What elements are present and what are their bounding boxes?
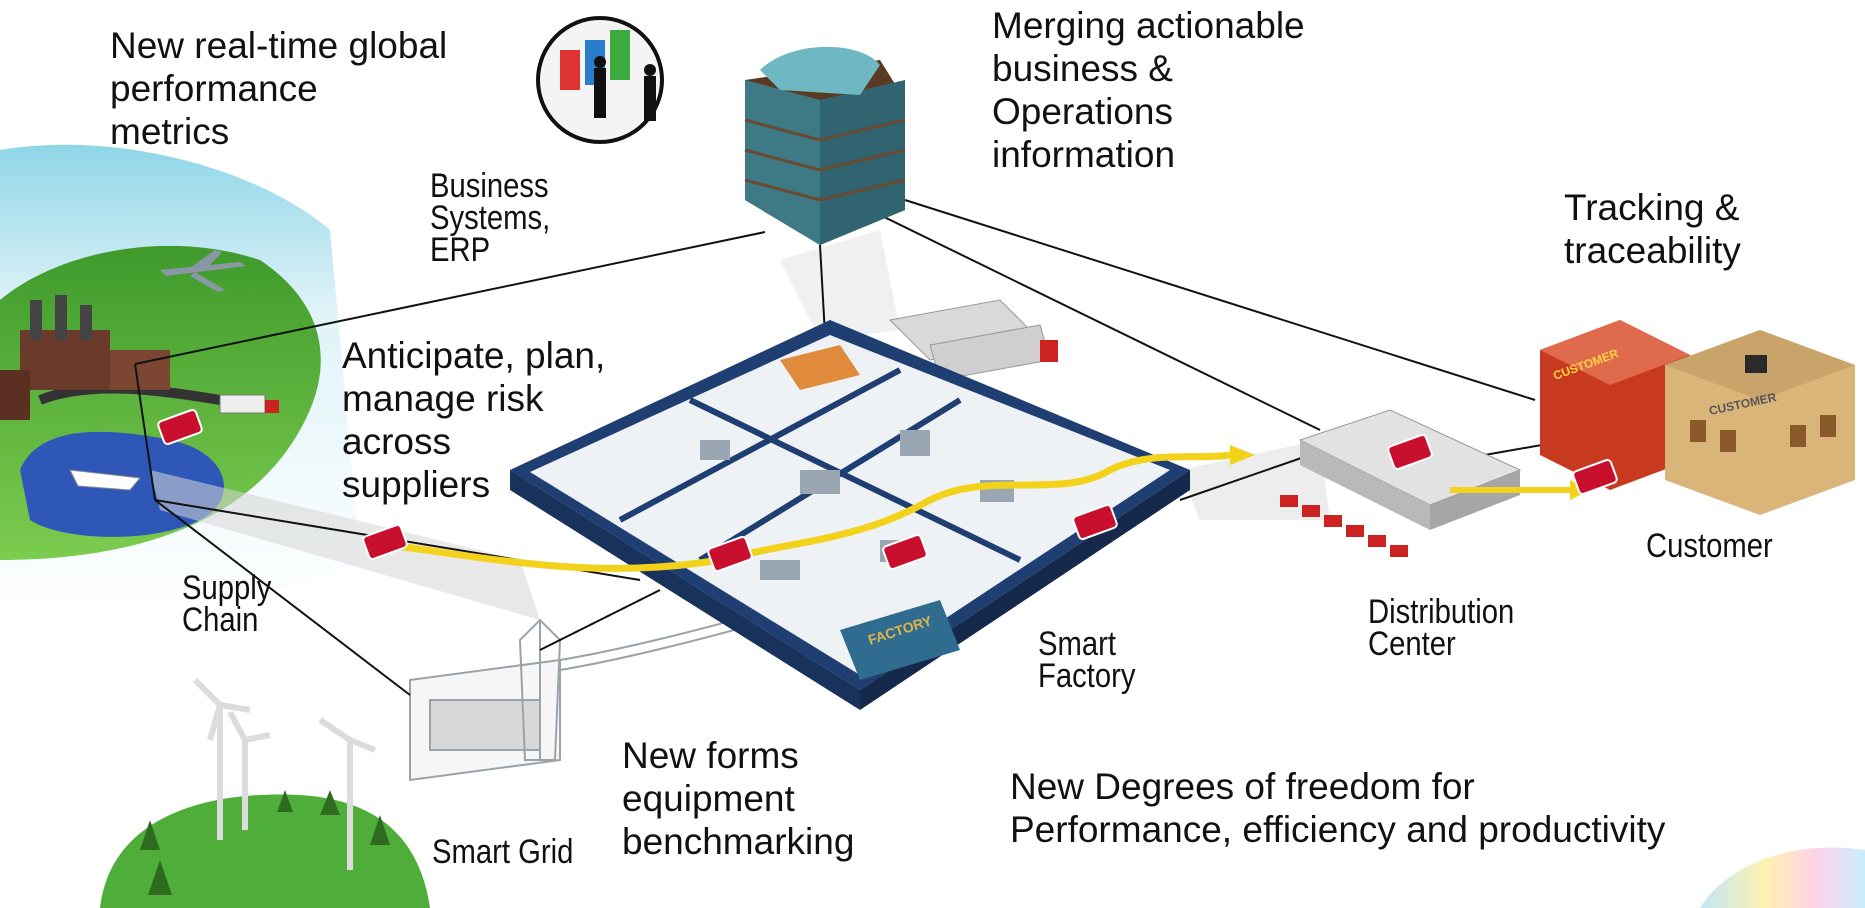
- flow-arrow: [389, 451, 1231, 572]
- crate-stack: [780, 345, 860, 390]
- airplane-icon: [160, 250, 246, 292]
- tag-icon: [362, 524, 408, 560]
- tag-icon: [1072, 504, 1118, 540]
- rfid-tags: [157, 409, 1618, 572]
- meeting-bubble-icon: [536, 16, 664, 144]
- wind-farm: [100, 677, 430, 908]
- truck-icon: [219, 394, 279, 414]
- tag-icon: [707, 536, 753, 572]
- label-supply-chain: Supply Chain: [182, 569, 272, 639]
- business-hq-building: [744, 46, 906, 245]
- ship: [69, 469, 141, 491]
- callout-merging: Merging actionable business & Operations…: [992, 5, 1305, 175]
- wind-turbine-icon: [192, 677, 377, 870]
- label-customer: Customer: [1646, 527, 1773, 565]
- tag-icon: [882, 534, 928, 570]
- tag-icon: [157, 409, 203, 445]
- delivery-trucks: [1280, 495, 1408, 557]
- label-distribution-center: Distribution Center: [1368, 593, 1515, 663]
- trailer-trucks: [888, 299, 1058, 381]
- pine-tree-icon: [140, 790, 390, 895]
- callout-tracking: Tracking & traceability: [1564, 187, 1741, 271]
- tag-icon: [1572, 459, 1618, 495]
- factory-buildings-icon: [0, 295, 170, 420]
- label-business-systems: Business Systems, ERP: [430, 167, 551, 269]
- callout-anticipate: Anticipate, plan, manage risk across sup…: [342, 335, 606, 505]
- callout-freedom: New Degrees of freedom for Performance, …: [1010, 766, 1666, 850]
- customer-stores: CUSTOMER CUSTOMER: [1540, 320, 1855, 515]
- tag-icon: [1387, 434, 1433, 470]
- smart-grid-substation: [409, 609, 771, 782]
- world-background: [0, 144, 360, 614]
- callout-metrics: New real-time global performance metrics: [110, 25, 448, 152]
- label-smart-grid: Smart Grid: [432, 833, 574, 871]
- decorative-swirl: [1700, 847, 1865, 908]
- callout-benchmarking: New forms equipment benchmarking: [622, 735, 855, 862]
- label-smart-factory: Smart Factory: [1038, 625, 1136, 695]
